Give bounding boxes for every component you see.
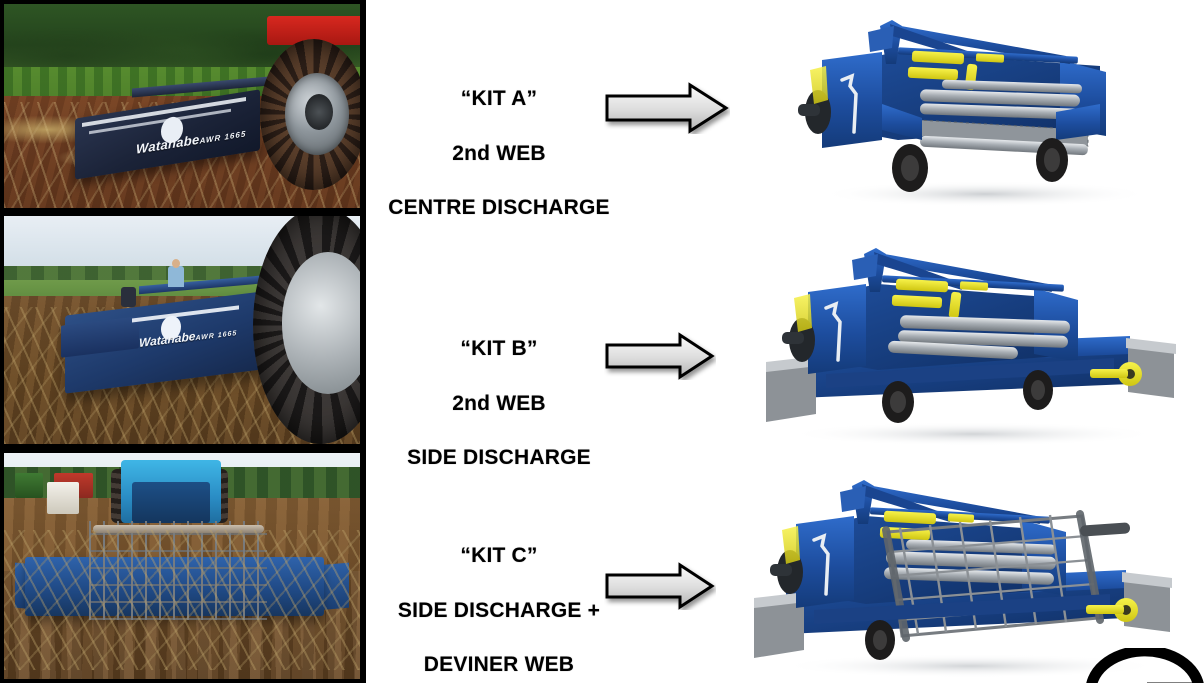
photo-column: WatanabeAWR 1665 WatanabeAWR 1665 [0,0,366,683]
tractor-linkage [132,482,211,524]
right-arrow-icon [605,82,729,134]
worker-figure-secondary [121,286,136,308]
bulk-bag [46,482,79,514]
kit-b-name: “KIT B” [460,337,538,361]
kit-c-label: “KIT C” SIDE DISCHARGE + DEVINER WEB [368,515,630,683]
kit-c-name: “KIT C” [460,544,538,568]
partial-brand-logo [1085,648,1204,683]
photo-kit-b: WatanabeAWR 1665 [4,216,360,444]
right-arrow-icon [605,562,715,610]
haulm-straw-texture [4,529,360,670]
deviner-web-frame [89,520,268,621]
kit-b-label: “KIT B” 2nd WEB SIDE DISCHARGE [380,308,618,499]
background-tractor-green [14,473,44,499]
kit-a-line2: 2nd WEB [452,141,546,165]
kit-c-render [754,480,1172,678]
tractor-hub [304,93,334,131]
harvester-roller [93,525,264,534]
kit-a-render [798,20,1150,207]
kit-a-name: “KIT A” [460,87,538,111]
kit-a-label: “KIT A” 2nd WEB CENTRE DISCHARGE [380,58,618,249]
kit-a-line3: CENTRE DISCHARGE [388,196,610,220]
right-arrow-icon [605,332,715,380]
kit-c-line3: DEVINER WEB [423,653,575,677]
kit-b-line3: SIDE DISCHARGE [407,446,591,470]
photo-kit-a-content: WatanabeAWR 1665 [4,4,360,208]
photo-kit-c [4,453,360,679]
operator-figure [167,266,184,287]
photo-kit-a: WatanabeAWR 1665 [4,4,360,208]
photo-kit-b-content: WatanabeAWR 1665 [4,216,360,444]
kit-c-line2: SIDE DISCHARGE + [397,598,601,622]
tractor-rim [281,252,360,394]
operator-head [172,259,180,269]
kit-b-line2: 2nd WEB [452,391,546,415]
kit-b-render [766,248,1176,446]
brand-mark-icon [1086,648,1204,683]
photo-kit-c-content [4,453,360,679]
